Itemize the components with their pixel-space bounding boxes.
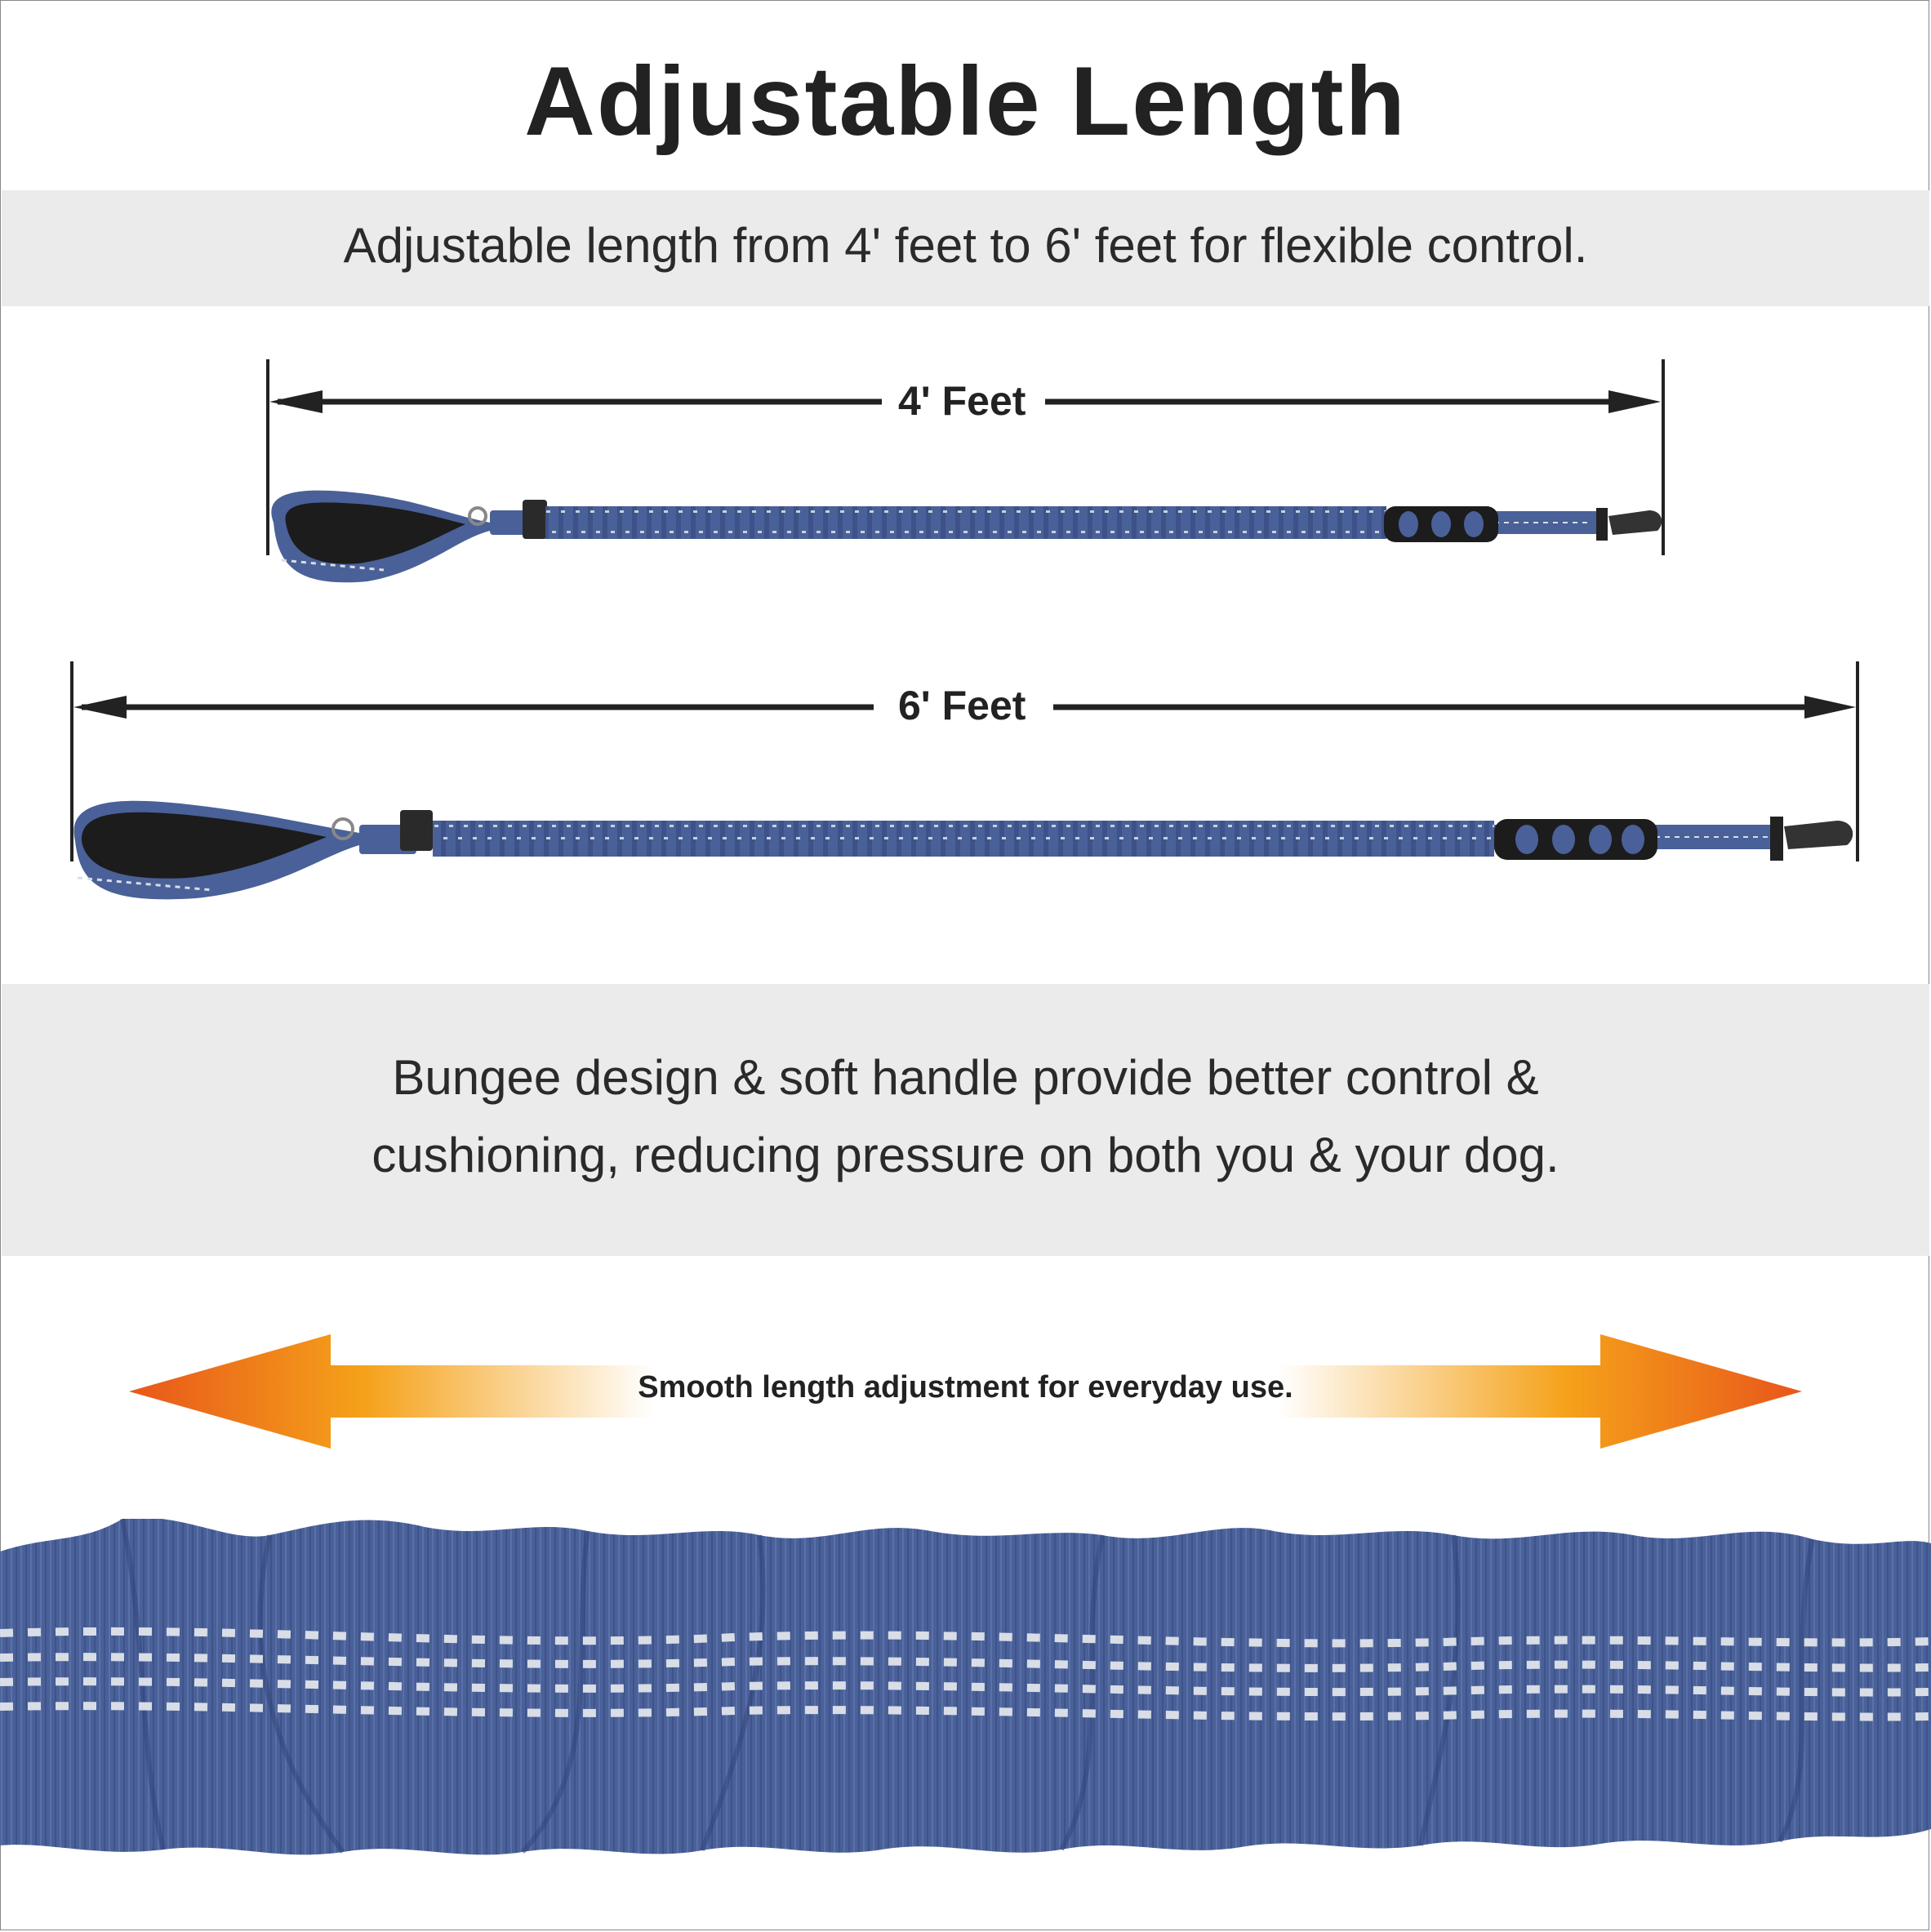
long-dimension-line	[70, 661, 1859, 861]
reflective-stitching	[0, 1627, 1931, 1721]
leash-short	[271, 490, 1662, 583]
page-title: Adjustable Length	[524, 47, 1407, 156]
description-band: Bungee design & soft handle provide bett…	[2, 984, 1929, 1256]
leash-diagram	[70, 359, 1859, 900]
long-length-label: 6' Feet	[890, 682, 1034, 729]
subtitle-band: Adjustable length from 4' feet to 6' fee…	[2, 190, 1929, 306]
subtitle-text: Adjustable length from 4' feet to 6' fee…	[343, 218, 1588, 273]
description-line-2: cushioning, reducing pressure on both yo…	[372, 1128, 1559, 1182]
short-length-label: 4' Feet	[890, 377, 1034, 425]
leash-long	[73, 800, 1853, 900]
adjustment-caption: Smooth length adjustment for everyday us…	[638, 1370, 1293, 1404]
description-line-1: Bungee design & soft handle provide bett…	[392, 1050, 1539, 1105]
bungee-closeup-image	[0, 1519, 1931, 1855]
short-dimension-line	[266, 359, 1665, 555]
